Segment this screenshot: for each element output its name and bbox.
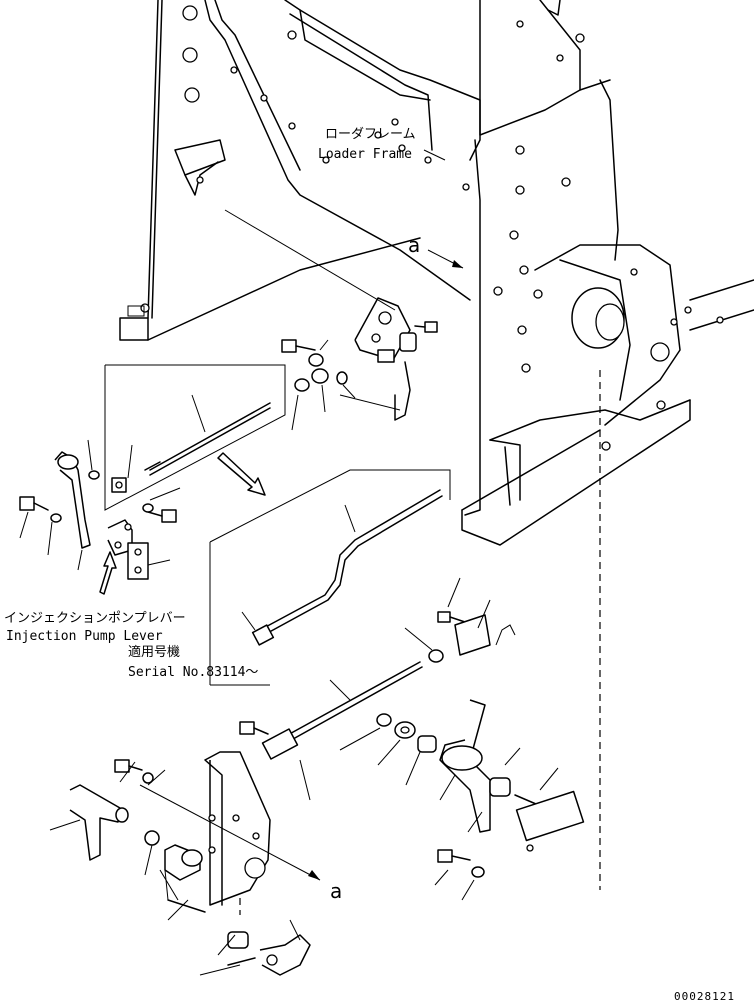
lever-parts: [19, 439, 181, 595]
svg-text:a: a: [330, 879, 342, 903]
svg-text:インジェクションポンプレバー: インジェクションポンプレバー: [4, 611, 186, 626]
lower-bracket: a: [139, 751, 342, 921]
transition-arrow: [217, 452, 266, 496]
drawing-code: 00028121: [674, 990, 735, 1003]
pivot-bracket: [489, 244, 754, 506]
svg-text:Loader Frame: Loader Frame: [318, 147, 412, 162]
cranked-rod-detail: [209, 469, 451, 646]
svg-text:a: a: [408, 233, 420, 257]
center-frame-plate: [204, 0, 481, 301]
rod-detail-group: [104, 364, 286, 511]
loader-frame-label: ローダフレーム Loader Frame: [318, 127, 446, 162]
svg-text:Injection Pump Lever: Injection Pump Lever: [6, 629, 163, 644]
upper-linkage: [224, 209, 438, 431]
svg-text:Serial No.83114～: Serial No.83114～: [128, 665, 258, 680]
svg-text:ローダフレーム: ローダフレーム: [325, 127, 416, 142]
right-frame-box: [461, 0, 691, 546]
small-bracket: [174, 139, 226, 196]
svg-text:適用号機: 適用号機: [128, 644, 180, 660]
left-frame-plate: [119, 0, 421, 341]
lower-left-lever: [49, 759, 311, 976]
lower-rod-assembly: [239, 577, 585, 901]
injection-pump-lever-label: インジェクションポンプレバー Injection Pump Lever 適用号機…: [4, 542, 270, 686]
callout-a-upper: a: [408, 233, 464, 269]
